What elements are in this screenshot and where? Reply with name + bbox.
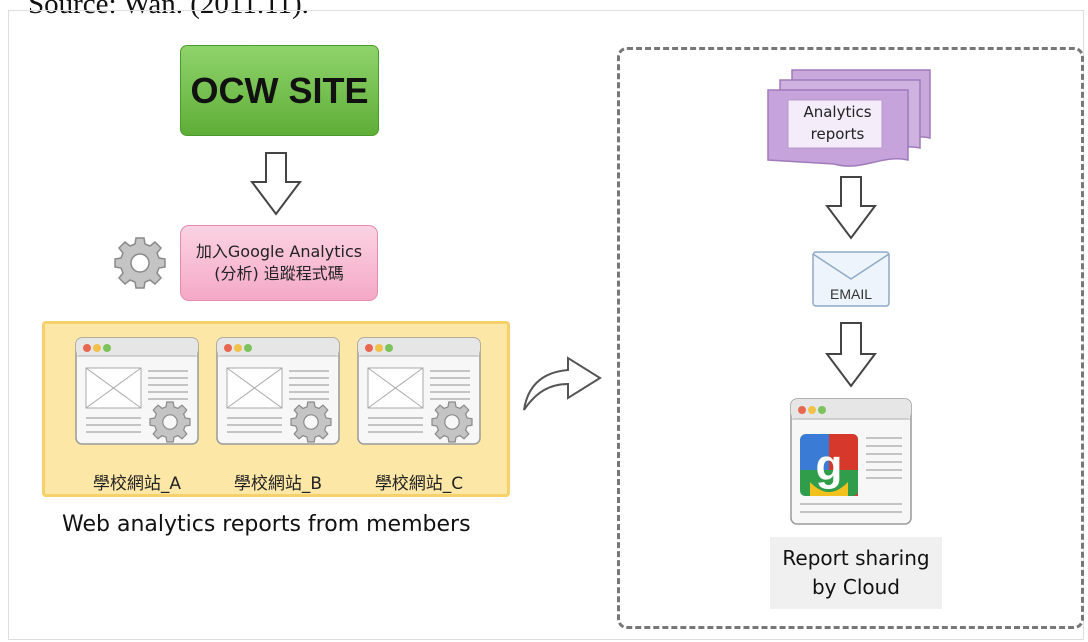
gear-icon	[114, 237, 166, 289]
google-analytics-box: 加入Google Analytics (分析) 追蹤程式碼	[180, 225, 378, 301]
report-sharing-line-1: Report sharing	[782, 546, 930, 570]
reports-line-2: reports	[810, 125, 865, 143]
browser-window-icon	[75, 337, 199, 445]
down-arrow-icon	[825, 176, 877, 240]
curved-arrow-icon	[523, 356, 602, 411]
google-logo-icon: g	[800, 434, 858, 496]
cloud-browser-window: g	[790, 398, 912, 525]
member-site-label-b: 學校網站_B	[233, 474, 323, 494]
member-site-label-c: 學校網站_C	[374, 474, 464, 494]
reports-line-1: Analytics	[803, 103, 872, 121]
ga-line-1: 加入Google Analytics	[195, 242, 363, 261]
report-sharing-caption: Report sharing by Cloud	[770, 537, 942, 609]
down-arrow-icon	[250, 152, 302, 216]
report-sharing-line-2: by Cloud	[811, 575, 901, 599]
member-site-windows	[75, 337, 481, 445]
analytics-reports-label: Analytics reports	[790, 101, 885, 145]
ocw-site-box: OCW SITE	[180, 45, 379, 136]
document-stack-icon	[767, 69, 931, 167]
down-arrow-icon	[825, 322, 877, 388]
svg-text:g: g	[816, 441, 843, 490]
browser-window-icon	[357, 337, 481, 445]
cloud-sharing-panel	[617, 47, 1084, 629]
email-label: EMAIL	[829, 286, 872, 302]
envelope-icon	[812, 251, 890, 307]
member-site-label-a: 學校網站_A	[92, 474, 182, 494]
ga-line-2: (分析) 追蹤程式碼	[214, 264, 344, 283]
members-caption: Web analytics reports from members	[62, 512, 471, 537]
browser-window-icon	[216, 337, 340, 445]
